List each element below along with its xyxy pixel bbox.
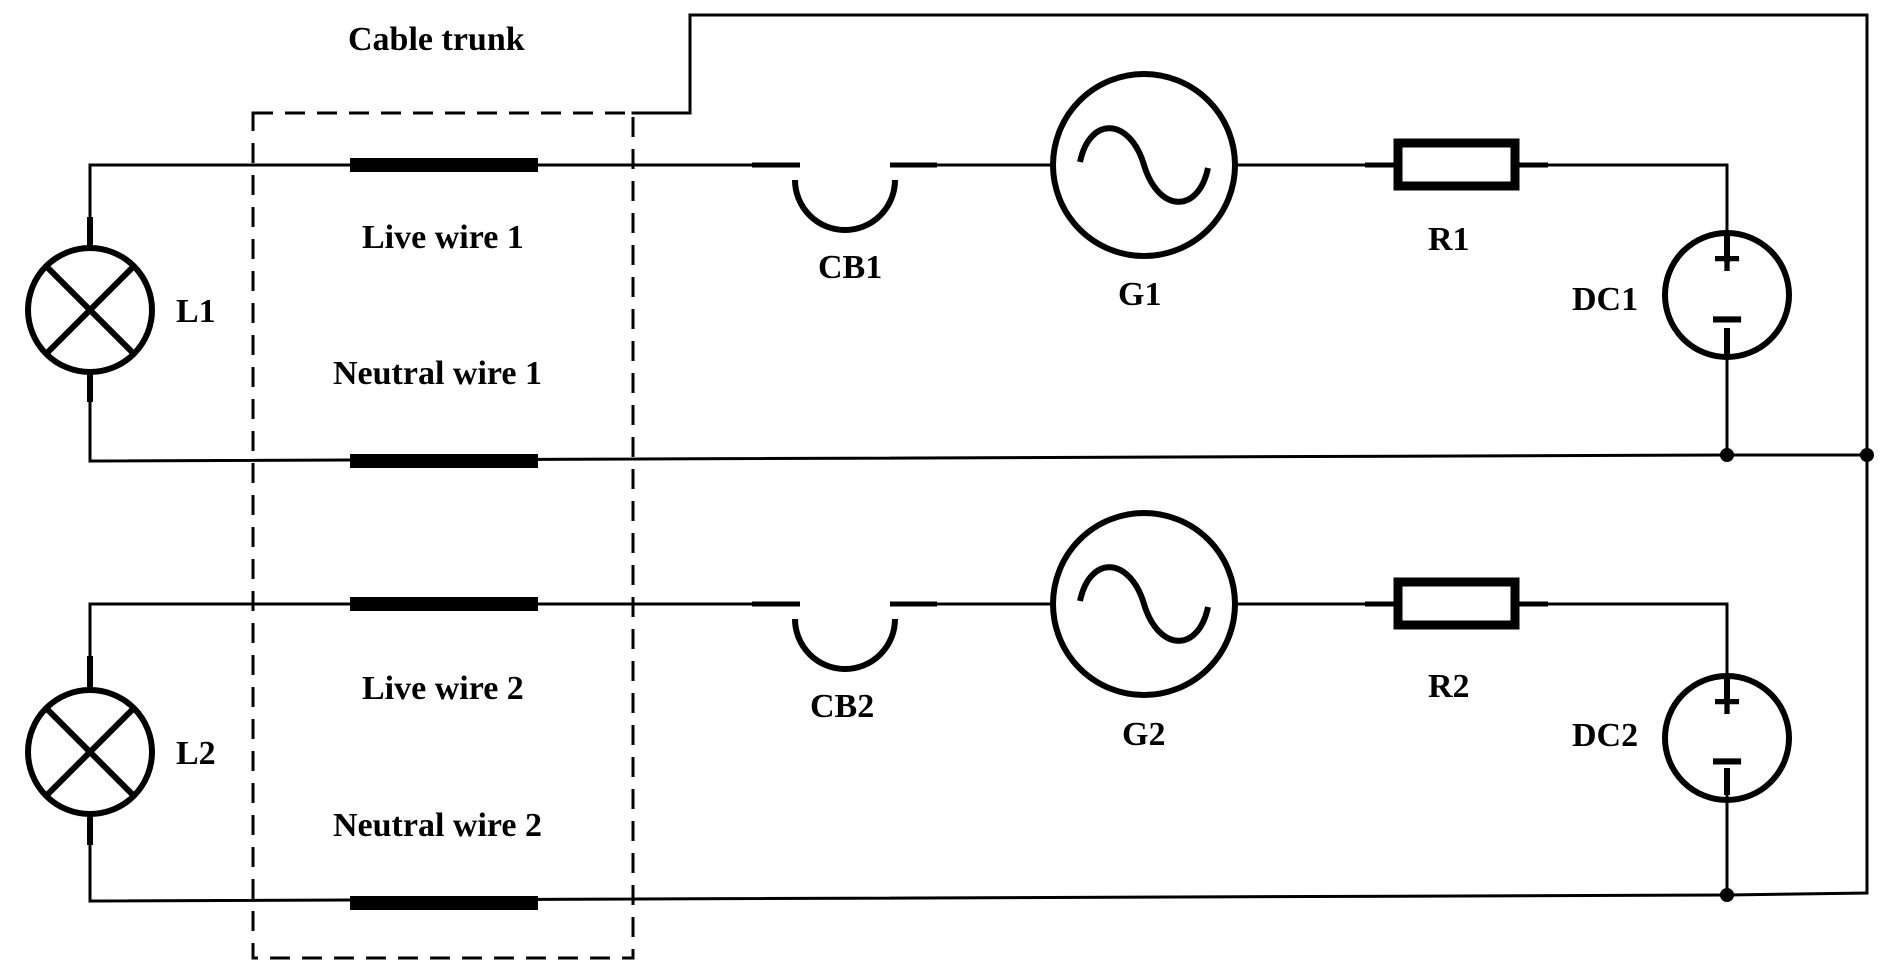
- junction-dot-dc1: [1720, 448, 1734, 462]
- generator-g1-label: G1: [1118, 276, 1161, 313]
- wire-r1-dc1: [1546, 163, 1729, 237]
- live-wire-2-label: Live wire 2: [362, 670, 524, 707]
- dc-source-dc1-icon: + −: [1662, 230, 1792, 360]
- lamp-l2-label: L2: [176, 735, 216, 772]
- dc2-minus-sign: −: [1711, 729, 1744, 792]
- breaker-cb1-icon: [752, 162, 937, 233]
- resistor-r1-label: R1: [1428, 221, 1470, 258]
- live-wire-1-label: Live wire 1: [362, 219, 524, 256]
- circuit-2: Live wire 2 Neutral wire 2 L2 CB2 G2: [25, 510, 1869, 910]
- neutral-wire-2-label: Neutral wire 2: [333, 807, 542, 844]
- circuit-1: Live wire 1 Neutral wire 1 L1 CB1 G1: [25, 71, 1874, 468]
- resistor-r1-icon: [1365, 138, 1548, 191]
- dc2-plus-sign: +: [1713, 676, 1741, 729]
- cable-trunk-label: Cable trunk: [348, 21, 525, 58]
- neutral-wire-1-label: Neutral wire 1: [333, 355, 542, 392]
- lamp-l1-icon: [25, 217, 155, 402]
- neutral-wire-2-path: [88, 812, 1869, 903]
- junction-dot-dc2: [1720, 888, 1734, 902]
- resistor-r2-icon: [1365, 577, 1548, 630]
- dc1-plus-sign: +: [1713, 233, 1741, 286]
- dc-source-dc2-label: DC2: [1572, 717, 1638, 754]
- resistor-r2-label: R2: [1428, 668, 1470, 705]
- wire-r2-dc2: [1546, 602, 1729, 677]
- breaker-cb2-label: CB2: [810, 688, 874, 725]
- breaker-cb2-icon: [752, 601, 937, 672]
- return-wire-outer: [631, 13, 1869, 895]
- generator-g2-icon: [1050, 510, 1238, 698]
- dc-source-dc1-label: DC1: [1572, 281, 1638, 318]
- neutral-wire-1-path: [88, 373, 1869, 463]
- lamp-l2-icon: [25, 656, 155, 845]
- lamp-l1-label: L1: [176, 293, 216, 330]
- dc1-minus-sign: −: [1711, 287, 1744, 350]
- breaker-cb1-label: CB1: [818, 249, 882, 286]
- live-wire-1-path: [88, 163, 754, 219]
- dc-source-dc2-icon: + −: [1662, 673, 1792, 803]
- live-wire-2-path: [88, 602, 754, 658]
- generator-g2-label: G2: [1122, 716, 1165, 753]
- cable-trunk-box: [251, 111, 635, 960]
- generator-g1-icon: [1050, 71, 1238, 259]
- junction-dot-outer-1: [1860, 448, 1874, 462]
